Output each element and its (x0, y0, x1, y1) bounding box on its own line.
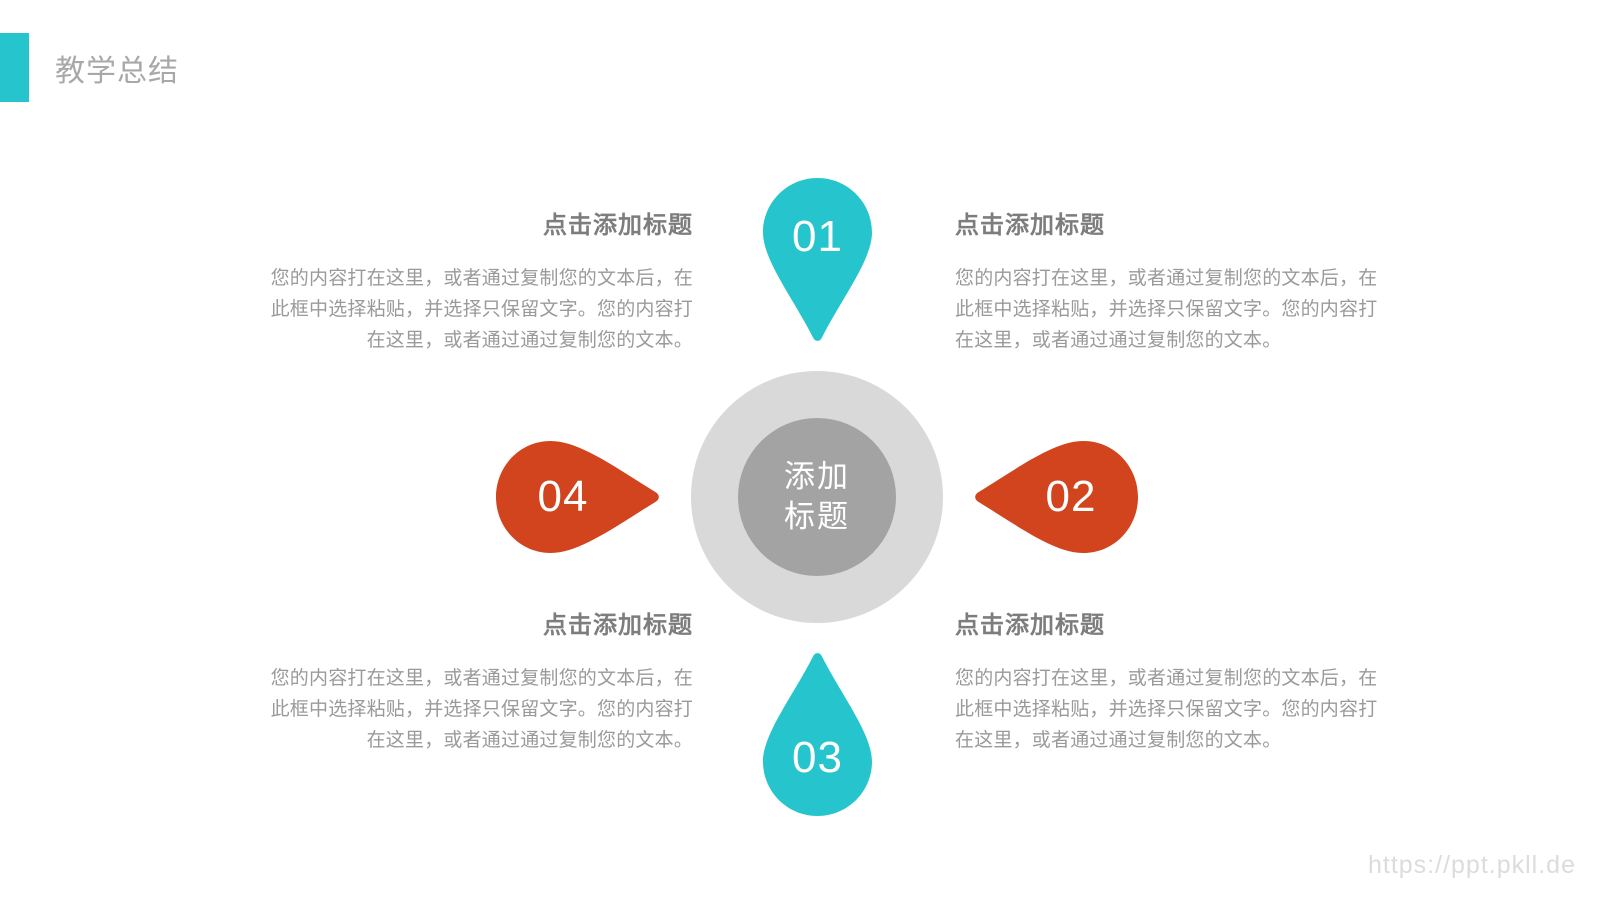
page-title: 教学总结 (55, 54, 179, 88)
marker-01[interactable]: 01 (763, 178, 872, 341)
marker-02-number: 02 (1045, 472, 1097, 521)
marker-04-number: 04 (537, 472, 589, 521)
pin-up-icon (763, 653, 872, 816)
marker-04[interactable]: 04 (496, 441, 676, 553)
center-label-line-1: 添加 (784, 459, 850, 494)
text-block-03: 点击添加标题 您的内容打在这里，或者通过复制您的文本后，在此框中选择粘贴，并选择… (263, 612, 693, 756)
text-block-01-body: 您的内容打在这里，或者通过复制您的文本后，在此框中选择粘贴，并选择只保留文字。您… (270, 267, 693, 351)
marker-03-number: 03 (792, 732, 843, 782)
marker-01-number: 01 (792, 211, 843, 261)
center-label-line-2: 标题 (784, 499, 850, 534)
center-inner-circle[interactable]: 添加 标题 (738, 418, 896, 576)
marker-02[interactable]: 02 (958, 441, 1138, 553)
header-accent-bar (0, 33, 29, 102)
text-block-02-heading: 点击添加标题 (955, 212, 1105, 239)
pin-down-icon (763, 178, 872, 341)
pin-right-icon (496, 441, 659, 553)
marker-03[interactable]: 03 (763, 653, 872, 816)
pin-left-icon (975, 441, 1138, 553)
slide-header: 教学总结 (0, 33, 179, 102)
text-block-03-body: 您的内容打在这里，或者通过复制您的文本后，在此框中选择粘贴，并选择只保留文字。您… (270, 667, 693, 751)
text-block-02: 点击添加标题 您的内容打在这里，或者通过复制您的文本后，在此框中选择粘贴，并选择… (955, 212, 1385, 356)
text-block-04-body: 您的内容打在这里，或者通过复制您的文本后，在此框中选择粘贴，并选择只保留文字。您… (955, 667, 1378, 751)
text-block-04-heading: 点击添加标题 (955, 612, 1105, 639)
text-block-01-heading: 点击添加标题 (543, 212, 693, 239)
watermark: https://ppt.pkll.de (1367, 851, 1576, 879)
text-block-01: 点击添加标题 您的内容打在这里，或者通过复制您的文本后，在此框中选择粘贴，并选择… (263, 212, 693, 356)
text-block-03-heading: 点击添加标题 (543, 612, 693, 639)
text-block-04: 点击添加标题 您的内容打在这里，或者通过复制您的文本后，在此框中选择粘贴，并选择… (955, 612, 1385, 756)
diagram-center: 添加 标题 (691, 371, 943, 623)
text-block-02-body: 您的内容打在这里，或者通过复制您的文本后，在此框中选择粘贴，并选择只保留文字。您… (955, 267, 1378, 351)
